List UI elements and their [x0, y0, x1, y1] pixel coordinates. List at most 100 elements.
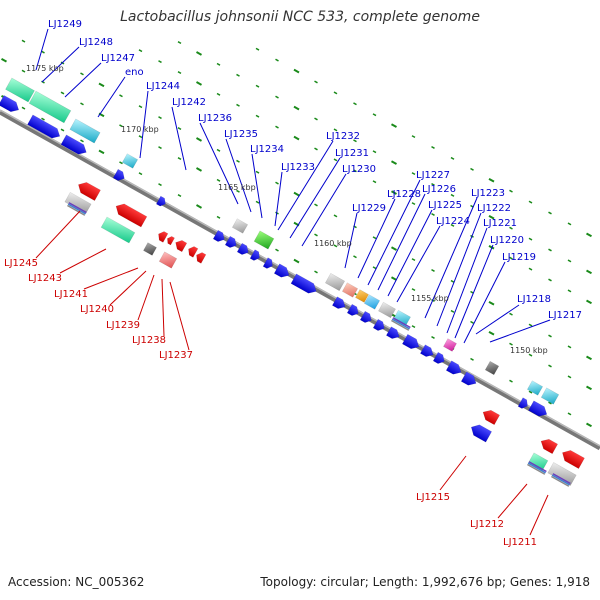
scale-tick [411, 258, 416, 262]
topology-text: Topology: circular; Length: 1,992,676 bp… [260, 575, 590, 589]
gene-label: LJ1228 [387, 189, 421, 200]
forward-gene-arrow [27, 114, 61, 139]
kbp-scale-labels: 1175 kbp 1170 kbp 1165 kbp 1160 kbp 1155… [26, 64, 548, 355]
scale-tick [293, 191, 300, 197]
kbp-label: 1165 kbp [218, 183, 256, 192]
kbp-label: 1160 kbp [314, 239, 352, 248]
scale-tick [255, 170, 260, 174]
scale-tick [60, 91, 65, 95]
scale-tick [470, 320, 474, 324]
gene-box [547, 462, 577, 486]
forward-gene-arrow [249, 249, 260, 261]
gene-label: LJ1218 [517, 294, 551, 305]
scale-tick [470, 167, 474, 171]
leader-line [424, 197, 478, 319]
leader-line [454, 244, 494, 339]
gene-box [484, 360, 500, 376]
leader-line [377, 193, 426, 291]
scale-tick [216, 178, 221, 182]
scale-tick [314, 233, 318, 237]
scale-tick [60, 128, 65, 132]
leader-line [83, 267, 139, 290]
reverse-gene-arrow [78, 182, 101, 201]
scale-tick [411, 202, 416, 206]
scale-tick [236, 159, 240, 163]
gene-label: LJ1220 [490, 235, 524, 246]
scale-tick [275, 125, 279, 129]
scale-tick [333, 91, 338, 95]
forward-gene-arrow [0, 94, 20, 113]
scale-tick [431, 335, 435, 339]
scale-tick [391, 123, 397, 128]
scale-tick [411, 325, 416, 329]
leader-line [274, 171, 283, 227]
scale-tick [293, 258, 300, 264]
scale-tick [353, 102, 357, 106]
scale-tick [41, 117, 45, 121]
scale-tick [41, 50, 45, 54]
reverse-gene-arrow [167, 236, 175, 246]
reverse-gene-arrow [482, 409, 501, 426]
striped-gene-box [551, 473, 571, 487]
leader-line [59, 248, 107, 274]
gene-label: LJ1230 [342, 164, 376, 175]
scale-tick [21, 39, 26, 43]
gene-label: LJ1215 [416, 492, 450, 503]
reverse-gene-arrow [562, 450, 585, 469]
scale-tick [216, 92, 221, 96]
reverse-gene-arrow [470, 424, 492, 443]
scale-tick [314, 147, 318, 151]
leader-line [171, 106, 187, 171]
leader-line [439, 455, 467, 491]
gene-label: LJ1231 [335, 148, 369, 159]
scale-tick [548, 278, 552, 282]
scale-tick [236, 103, 240, 107]
scale-tick [158, 183, 162, 187]
gene-label: LJ1243 [28, 273, 62, 284]
gene-label: LJ1249 [48, 19, 82, 30]
gene-label: LJ1242 [172, 97, 206, 108]
scale-tick [236, 73, 240, 77]
scale-tick [314, 270, 318, 274]
scale-tick [119, 94, 123, 98]
forward-gene-arrow [236, 242, 249, 255]
gene-box [143, 242, 157, 256]
leader-line [139, 90, 149, 159]
leader-line [199, 122, 239, 205]
scale-tick [567, 375, 572, 379]
label-leader-lines [35, 28, 551, 536]
scale-tick [548, 401, 552, 405]
leader-line [169, 281, 190, 351]
scale-tick [488, 300, 495, 306]
scale-tick [528, 267, 533, 271]
leader-line [446, 227, 488, 334]
scale-tick [98, 82, 105, 88]
scale-tick [80, 139, 84, 143]
scale-tick [158, 116, 162, 120]
scale-tick [177, 157, 182, 161]
leader-line [489, 319, 551, 343]
forward-gene-arrow [528, 400, 548, 417]
gene-box [378, 301, 396, 319]
kbp-label: 1175 kbp [26, 64, 64, 73]
scale-tick [586, 385, 592, 391]
scale-tick [509, 312, 513, 316]
leader-line [367, 179, 421, 286]
scale-tick [391, 190, 397, 195]
gene-label: LJ1227 [416, 170, 450, 181]
scale-tick [528, 237, 533, 241]
scale-tick [216, 62, 221, 66]
gene-label: LJ1247 [101, 53, 135, 64]
forward-gene-arrow [290, 273, 317, 294]
scale-tick [411, 288, 416, 292]
scale-tick [275, 181, 279, 185]
leader-line [41, 46, 80, 83]
scale-tick [293, 135, 300, 141]
gene-label: LJ1244 [146, 81, 180, 92]
scale-tick [548, 364, 552, 368]
gene-label: LJ1229 [352, 203, 386, 214]
gene-box [341, 282, 359, 298]
scale-tick [509, 342, 513, 346]
scale-tick [488, 244, 495, 250]
leader-line [97, 76, 126, 118]
